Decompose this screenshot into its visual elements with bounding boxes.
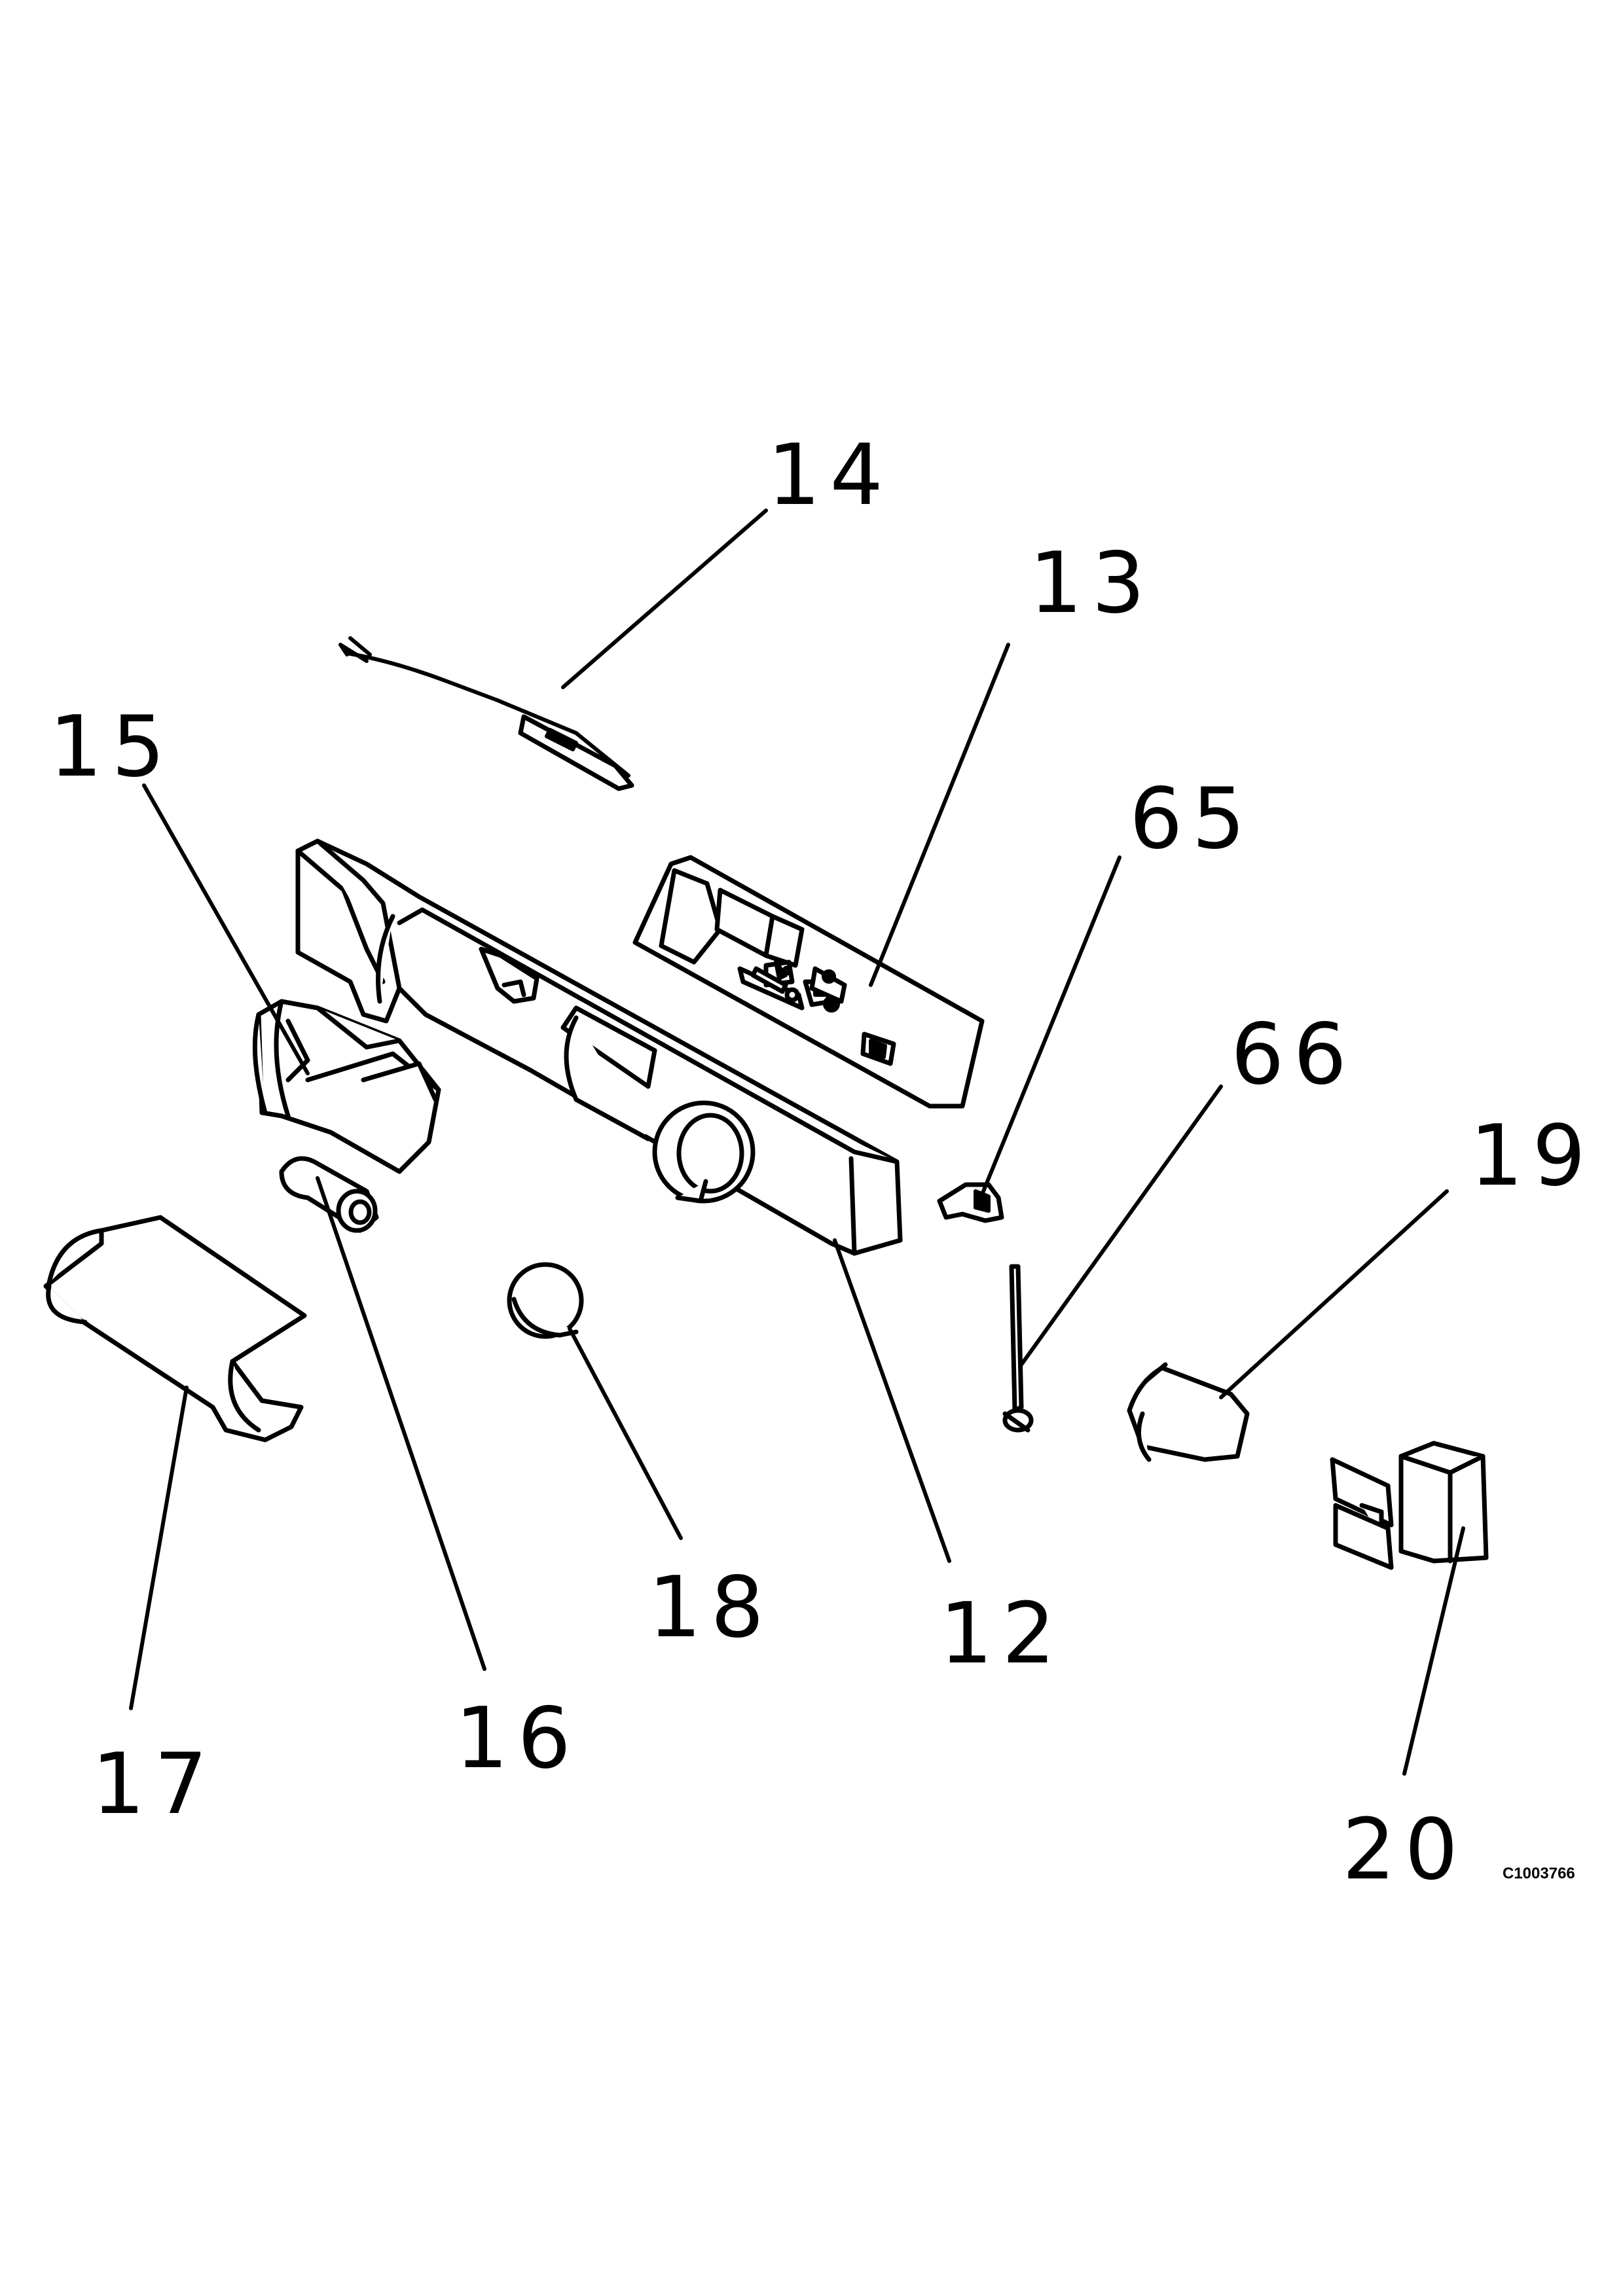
leader-14 [561, 509, 768, 689]
leader-lines [129, 509, 1465, 1776]
callout-15: 15 [49, 698, 174, 796]
callout-labels: 14 13 15 65 66 19 18 12 16 17 20 [49, 427, 1595, 1899]
leader-20 [1402, 1526, 1465, 1776]
leader-65 [980, 855, 1122, 1196]
leader-13 [869, 643, 1010, 987]
part-65-clip [937, 1182, 1004, 1223]
part-17-curved-cover [43, 1215, 307, 1443]
leader-16 [316, 1176, 486, 1671]
callout-16: 16 [455, 1690, 580, 1787]
callout-66: 66 [1231, 1006, 1356, 1103]
leader-12 [833, 1238, 951, 1563]
leader-66 [1019, 1085, 1223, 1367]
part-15-end-cap [252, 999, 441, 1174]
callout-65: 65 [1129, 770, 1254, 868]
callout-20: 20 [1342, 1801, 1467, 1899]
leader-19 [1219, 1189, 1449, 1399]
leader-18 [568, 1327, 683, 1540]
part-14-wire-probe [338, 636, 634, 791]
leader-17 [129, 1386, 189, 1710]
part-20-switch [1330, 1441, 1489, 1570]
part-19-lens [1127, 1362, 1250, 1462]
part-18-knob [507, 1262, 584, 1339]
part-12-main-housing [295, 838, 903, 1256]
part-66-screw [1002, 1264, 1034, 1433]
callout-12: 12 [939, 1585, 1065, 1683]
callout-14: 14 [767, 427, 892, 524]
callout-13: 13 [1029, 535, 1154, 632]
callout-18: 18 [648, 1559, 773, 1657]
callout-19: 19 [1470, 1107, 1595, 1205]
leader-15 [142, 783, 310, 1075]
callout-17: 17 [92, 1736, 217, 1833]
part-16-lamp [279, 1156, 379, 1233]
part-13-control-board [632, 855, 985, 1109]
reference-code: C1003766 [1503, 1865, 1575, 1882]
